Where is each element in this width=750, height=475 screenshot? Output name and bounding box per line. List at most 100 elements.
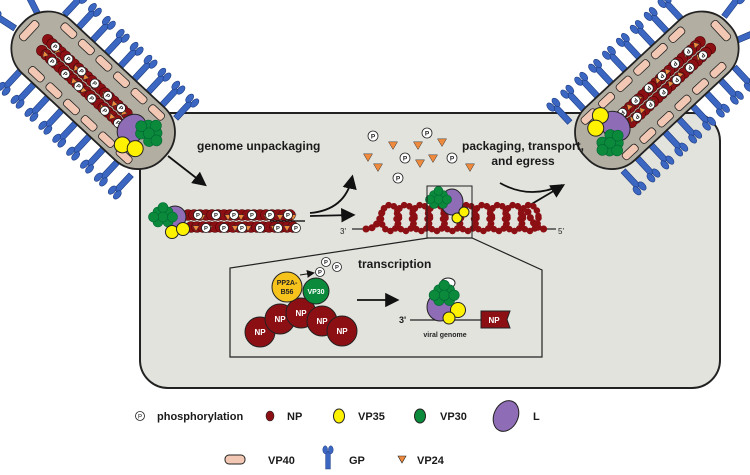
vp30-label: VP30 xyxy=(307,289,324,296)
gp-stalk xyxy=(57,120,79,142)
phosphate-letter: P xyxy=(214,213,218,219)
vp30-subunit xyxy=(438,279,450,291)
phosphate-letter: P xyxy=(196,213,200,219)
phosphate-icon xyxy=(670,58,680,69)
vp40-protein xyxy=(615,75,633,93)
np-label: NP xyxy=(295,309,307,318)
gp-stalk xyxy=(30,94,51,116)
gp-head xyxy=(29,112,39,122)
gp-spike xyxy=(80,146,106,174)
vp30-subunit xyxy=(157,211,169,223)
phosphate-letter: P xyxy=(686,63,693,70)
phosphate-letter: P xyxy=(659,88,666,95)
phosphate-letter: P xyxy=(618,109,625,116)
vp30-icon xyxy=(414,408,426,424)
gp-head xyxy=(52,133,61,143)
vp40-protein xyxy=(668,26,686,43)
phosphate-letter: P xyxy=(371,133,376,140)
gp-head xyxy=(176,85,186,95)
three-prime-label: 3' xyxy=(340,227,346,236)
phosphate-icon xyxy=(657,71,667,81)
np-mrna xyxy=(480,310,511,329)
gp-spike xyxy=(62,0,88,17)
gp-stalk xyxy=(731,64,750,86)
gp-stalk xyxy=(717,77,739,99)
legend-label: phosphorylation xyxy=(157,411,243,423)
gp-spike xyxy=(657,0,684,22)
phosphate-letter: P xyxy=(250,213,254,219)
vp40-icon xyxy=(224,454,246,465)
vp35-protein xyxy=(450,302,466,318)
gp-spike xyxy=(602,46,628,73)
gp-head xyxy=(637,181,647,191)
phosphate-icon xyxy=(99,105,110,116)
phosphate-icon xyxy=(265,210,275,220)
gp-spike xyxy=(24,94,51,122)
gp-spike xyxy=(634,155,661,183)
gp-head xyxy=(0,81,6,91)
gp-spike xyxy=(93,159,120,187)
gp-head xyxy=(607,46,616,55)
vp24-protein xyxy=(693,41,700,49)
gp-spike xyxy=(173,93,200,121)
vp24-protein xyxy=(639,107,646,115)
gp-head xyxy=(171,80,181,90)
np-label: NP xyxy=(316,317,328,326)
vp40-protein xyxy=(621,143,639,161)
vp24-protein xyxy=(363,153,373,162)
phosphate-letter: P xyxy=(61,71,68,78)
phosphate-icon xyxy=(50,41,61,52)
phosphate-icon xyxy=(683,46,694,57)
gp-stalk xyxy=(579,77,601,99)
phosphate-letter: P xyxy=(104,93,111,100)
phosphate-icon xyxy=(684,62,695,73)
vp40-protein xyxy=(60,22,78,39)
vp30-subunit xyxy=(611,129,624,142)
gp-head xyxy=(101,16,111,25)
phosphate-letter: P xyxy=(222,226,226,232)
gp-spike xyxy=(620,168,647,196)
phosphate-icon xyxy=(102,90,113,101)
vp24-protein xyxy=(192,225,200,232)
gp-head xyxy=(120,33,130,43)
gp-head xyxy=(107,185,117,195)
gp-head xyxy=(1,86,11,96)
phosphate-icon xyxy=(201,223,211,233)
vp24-protein xyxy=(276,214,284,221)
vp40-protein xyxy=(633,59,651,76)
vp30-subunit xyxy=(438,289,450,301)
vp30-subunit xyxy=(148,211,159,223)
vp24-protein xyxy=(428,154,438,163)
transcription-label: transcription xyxy=(358,257,431,271)
legend: P phosphorylation NP VP35 VP30 L VP40 GP xyxy=(135,400,540,470)
gp-stalk xyxy=(607,51,628,73)
five-prime-label: 5' xyxy=(558,227,564,236)
gp-head xyxy=(107,20,116,30)
vp30-subunit xyxy=(448,289,460,301)
vp24-protein xyxy=(231,225,239,232)
gp-stalk xyxy=(131,60,152,82)
phosphate-letter: P xyxy=(450,155,455,162)
phosphate-letter: P xyxy=(117,105,124,112)
gp-spike xyxy=(703,90,730,118)
vp24-protein xyxy=(626,103,634,111)
release-vp24-arrow xyxy=(309,174,357,214)
gp-head xyxy=(632,186,642,196)
vp30-subunit xyxy=(433,194,444,205)
gp-stalk xyxy=(663,0,684,22)
vp40-protein xyxy=(674,94,692,112)
gp-head xyxy=(643,11,653,21)
vp35-protein xyxy=(451,212,463,224)
gp-head xyxy=(43,125,53,135)
vp35-protein xyxy=(442,311,456,325)
np-oligomer: NP NP NP NP NP xyxy=(244,297,358,348)
phosphate-letter: P xyxy=(645,84,652,91)
phosphate-icon xyxy=(63,54,74,64)
gp-spike xyxy=(0,8,17,32)
gp-stalk xyxy=(117,47,138,69)
gp-head xyxy=(743,82,750,92)
l-polymerase-icon xyxy=(492,400,520,432)
polymerase-complex xyxy=(426,277,466,325)
phosphate-icon xyxy=(283,210,293,220)
